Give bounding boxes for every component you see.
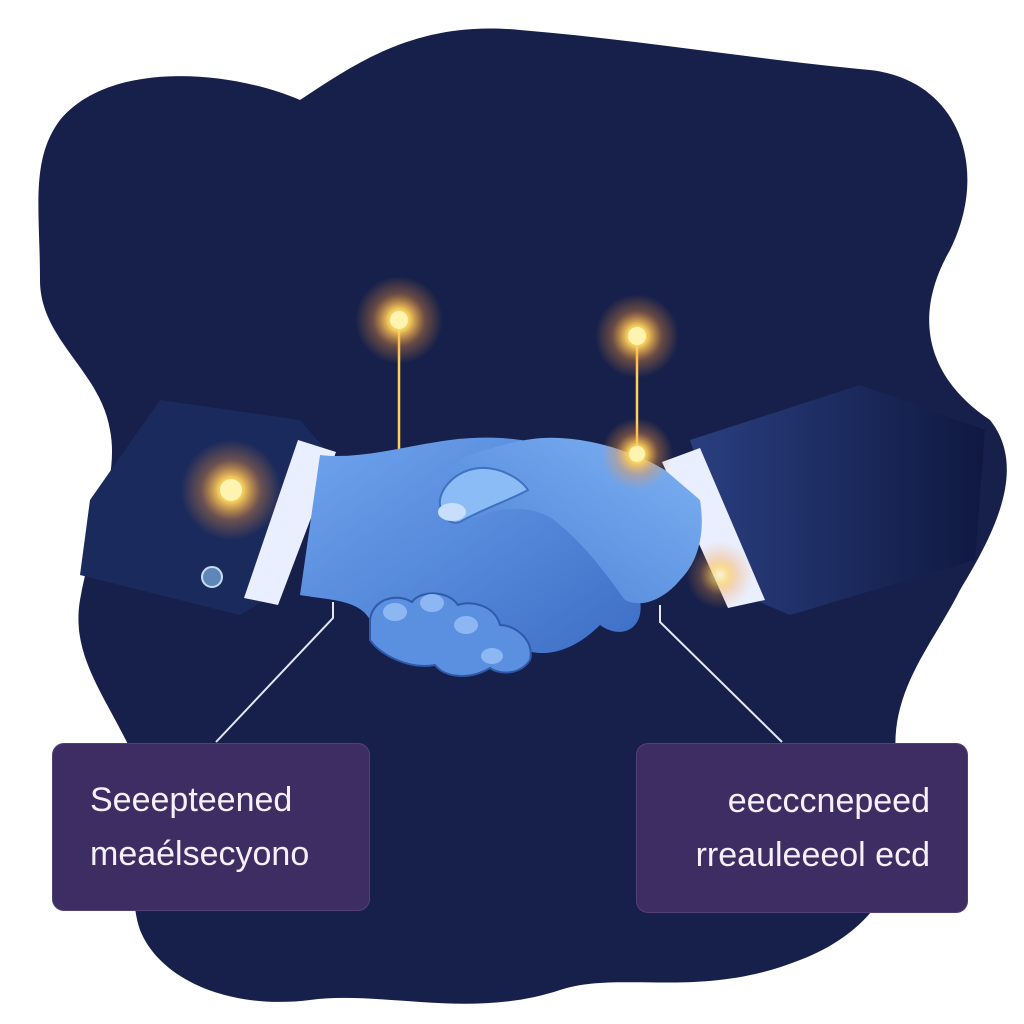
fingernail-1 [383,603,407,621]
glowing-node-icon [390,311,408,329]
label-right-line1: eecccnepeed [727,782,930,820]
glowing-node-icon [629,446,645,462]
left-cuff [244,440,336,605]
label-box-left: Seeepteened meaélsecyono [52,743,370,911]
cufflink-icon [201,566,223,588]
glowing-nodes [181,276,754,609]
fingernail-4 [481,648,503,664]
label-left-line1: Seeepteened [90,781,293,819]
right-sleeve [690,385,985,615]
glowing-node-icon [628,327,646,345]
fingernail-2 [420,594,444,612]
thumbnail [438,503,466,521]
handshake-icon [300,437,702,677]
label-left-line2: meaélsecyono [90,835,310,873]
connector-line-left [215,602,334,743]
glowing-node-icon [220,479,242,501]
label-right-line2: rreauleeeol ecd [695,836,930,874]
fingernail-3 [454,616,478,634]
label-box-right: eecccnepeed rreauleeeol ecd [636,743,968,913]
connector-line-right [659,605,783,743]
glowing-node-icon [686,541,754,609]
